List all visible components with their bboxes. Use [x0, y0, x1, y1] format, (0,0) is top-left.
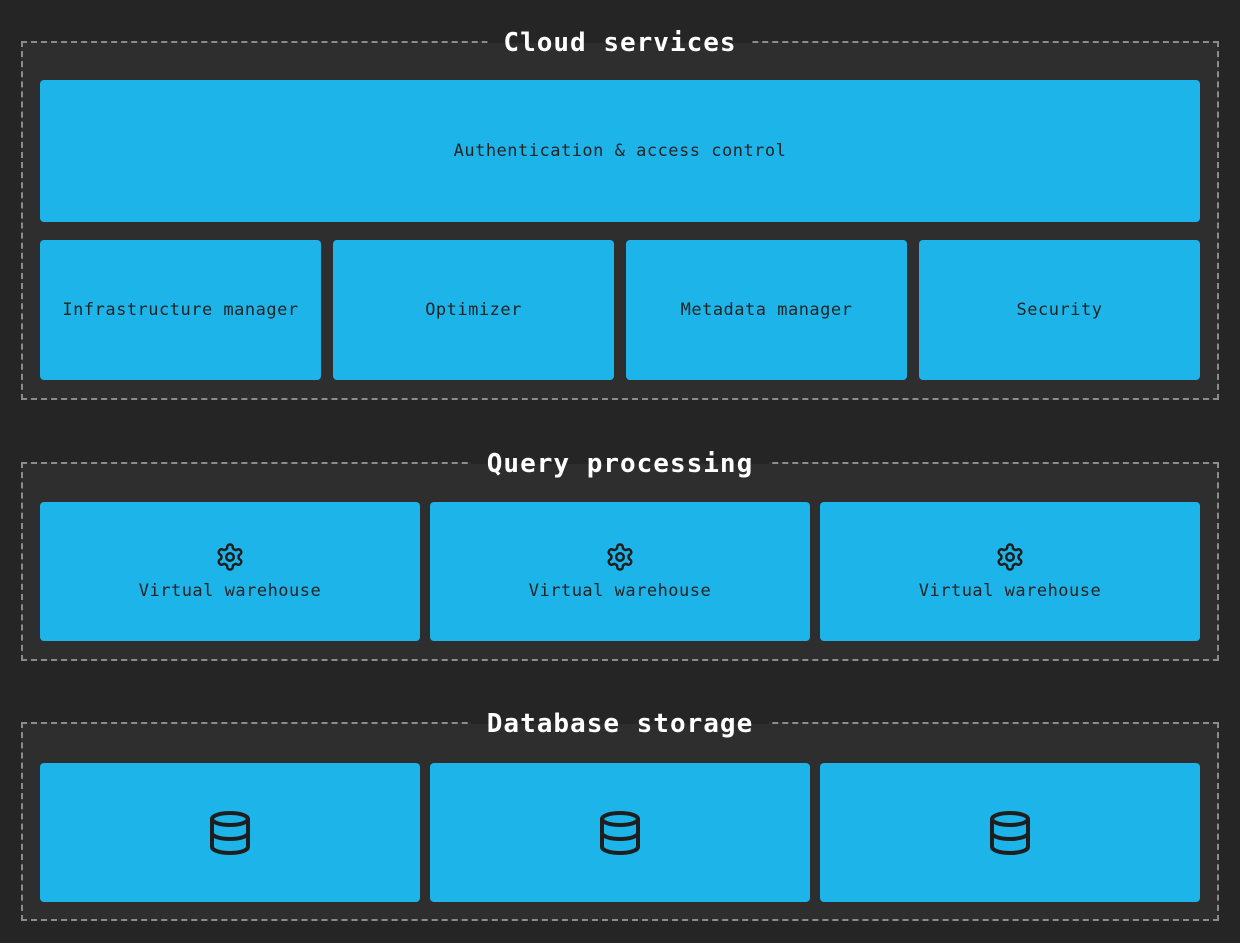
node-label: Optimizer: [425, 300, 522, 320]
section-query-processing: Query processing Virtual warehouse: [21, 444, 1219, 661]
node-virtual-warehouse: Virtual warehouse: [40, 502, 420, 641]
section-title-database-storage: Database storage: [470, 704, 770, 744]
node-optimizer: Optimizer: [333, 240, 614, 380]
node-label: Virtual warehouse: [528, 581, 712, 601]
node-authentication-access-control: Authentication & access control: [40, 80, 1200, 222]
database-storage-row: [40, 763, 1200, 902]
node-security: Security: [919, 240, 1200, 380]
database-icon: [986, 808, 1034, 858]
section-title-cloud-services: Cloud services: [487, 23, 753, 63]
gear-icon: [215, 542, 245, 572]
node-database: [40, 763, 420, 902]
node-database: [430, 763, 810, 902]
node-label: Virtual warehouse: [138, 581, 322, 601]
section-cloud-services: Cloud services Authentication & access c…: [21, 23, 1219, 400]
node-metadata-manager: Metadata manager: [626, 240, 907, 380]
node-virtual-warehouse: Virtual warehouse: [430, 502, 810, 641]
database-icon: [596, 808, 644, 858]
node-virtual-warehouse: Virtual warehouse: [820, 502, 1200, 641]
node-infrastructure-manager: Infrastructure manager: [40, 240, 321, 380]
section-database-storage: Database storage: [21, 704, 1219, 921]
node-database: [820, 763, 1200, 902]
section-title-query-processing: Query processing: [470, 444, 770, 484]
node-label: Security: [1016, 300, 1103, 320]
query-processing-row: Virtual warehouse Virtual warehouse: [40, 502, 1200, 641]
cloud-services-row: Infrastructure manager Optimizer Metadat…: [40, 240, 1200, 380]
node-label: Metadata manager: [680, 300, 853, 320]
node-label: Authentication & access control: [453, 141, 787, 161]
node-label: Virtual warehouse: [918, 581, 1102, 601]
gear-icon: [995, 542, 1025, 572]
database-icon: [206, 808, 254, 858]
gear-icon: [605, 542, 635, 572]
node-label: Infrastructure manager: [62, 300, 299, 320]
